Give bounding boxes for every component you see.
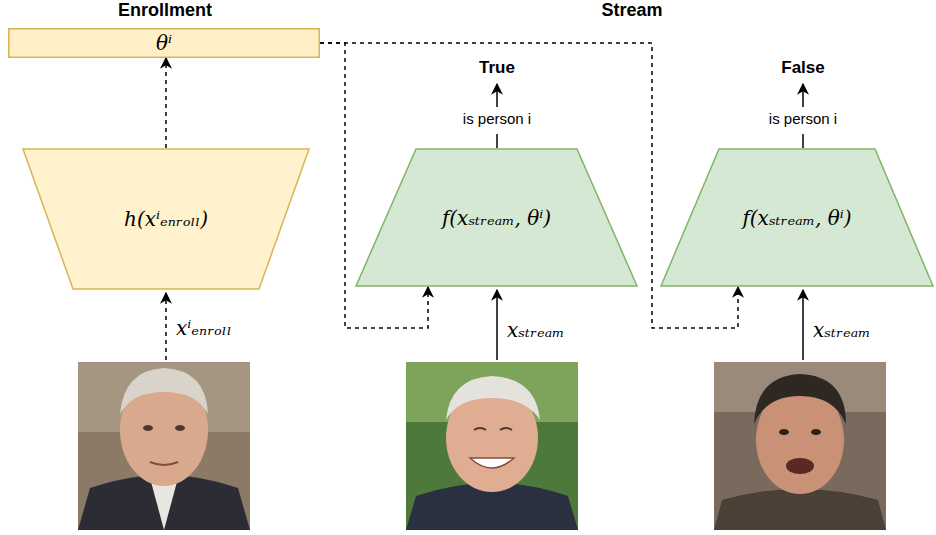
output-arrow — [496, 84, 498, 107]
output-value: False — [781, 58, 824, 78]
section-heading: Enrollment — [118, 0, 212, 21]
node-text: f(xₛₜᵣₑₐₘ, θⁱ) — [742, 206, 851, 230]
node-text: θⁱ — [156, 31, 172, 55]
output-arrow — [802, 84, 804, 107]
input-label: xⁱₑₙᵣₒₗₗ — [176, 316, 232, 340]
output-label: is person i — [463, 110, 531, 127]
dashed-connector — [165, 58, 167, 148]
classifier-trapezoid: f(xₛₜᵣₑₐₘ, θⁱ) — [660, 148, 934, 287]
output-line — [802, 134, 804, 148]
stream-photo — [406, 362, 578, 530]
output-line — [496, 134, 498, 148]
input-arrow — [165, 293, 167, 360]
stream-photo — [714, 362, 886, 530]
parameter-box: θⁱ — [8, 28, 320, 58]
section-heading: Stream — [601, 0, 662, 21]
input-arrow — [802, 290, 804, 360]
enroll-photo — [78, 362, 250, 530]
encoder-trapezoid: h(xⁱₑₙᵣₒₗₗ) — [22, 148, 310, 290]
classifier-trapezoid: f(xₛₜᵣₑₐₘ, θⁱ) — [355, 148, 638, 287]
input-label: xₛₜᵣₑₐₘ — [813, 318, 870, 342]
output-value: True — [479, 58, 515, 78]
input-arrow — [496, 290, 498, 360]
node-text: f(xₛₜᵣₑₐₘ, θⁱ) — [442, 206, 551, 230]
input-label: xₛₜᵣₑₐₘ — [507, 318, 564, 342]
node-text: h(xⁱₑₙᵣₒₗₗ) — [124, 207, 208, 231]
output-label: is person i — [769, 110, 837, 127]
